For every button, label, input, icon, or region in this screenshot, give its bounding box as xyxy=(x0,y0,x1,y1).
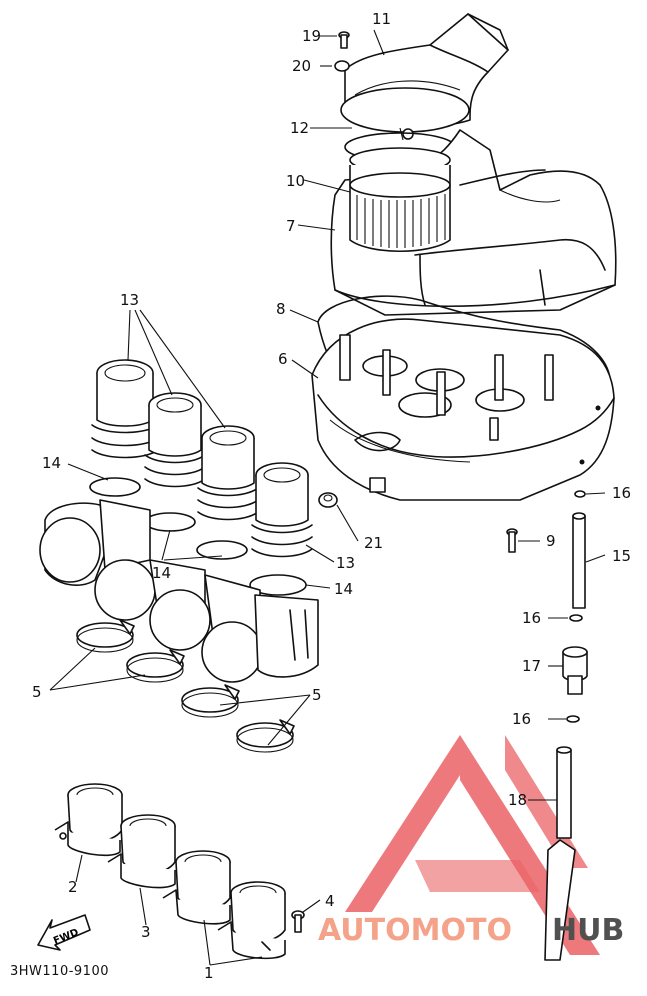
callout-13-right: 13 xyxy=(336,554,355,572)
grommet-21 xyxy=(318,492,338,508)
callout-21: 21 xyxy=(364,534,383,552)
funnel-clamps xyxy=(89,477,307,596)
callout-14-left: 14 xyxy=(42,454,61,472)
air-funnels xyxy=(91,359,313,558)
callout-10: 10 xyxy=(286,172,305,190)
callout-3: 3 xyxy=(141,923,151,941)
brand-right-text: HUB xyxy=(552,913,624,948)
callout-8: 8 xyxy=(276,300,286,318)
carburetor-bank xyxy=(39,499,319,683)
drain-hose-assembly xyxy=(544,490,588,961)
screw-4 xyxy=(291,910,305,933)
brand-left-text: AUTOMOTO xyxy=(318,913,512,948)
callout-13-top: 13 xyxy=(120,291,139,309)
callout-16-top: 16 xyxy=(612,484,631,502)
leader-lines xyxy=(49,29,606,966)
callout-20: 20 xyxy=(292,57,311,75)
washer-20 xyxy=(334,60,350,72)
automotohub-wordmark: AUTOMOTO HUB xyxy=(318,913,624,948)
callout-16-middle: 16 xyxy=(522,609,541,627)
callout-16-bottom: 16 xyxy=(512,710,531,728)
callout-2: 2 xyxy=(68,878,78,896)
callout-19: 19 xyxy=(302,27,321,45)
callout-14-right: 14 xyxy=(334,580,353,598)
forward-arrow-icon: FWD xyxy=(37,914,91,951)
callout-9: 9 xyxy=(546,532,556,550)
callout-numbers: 11 19 20 12 10 7 8 6 13 14 14 14 13 21 5… xyxy=(32,10,631,982)
catalog-code: 3HW110-9100 xyxy=(10,964,109,979)
bolt-19 xyxy=(338,31,350,49)
callout-5-right: 5 xyxy=(312,686,322,704)
callout-18: 18 xyxy=(508,791,527,809)
callout-5-left: 5 xyxy=(32,683,42,701)
callout-11: 11 xyxy=(372,10,391,28)
callout-17: 17 xyxy=(522,657,541,675)
intake-joints xyxy=(54,783,286,960)
callout-4: 4 xyxy=(325,892,335,910)
intake-duct xyxy=(340,13,509,141)
callout-6: 6 xyxy=(278,350,288,368)
screw-9 xyxy=(506,528,518,553)
filter-element xyxy=(349,147,451,252)
callout-1: 1 xyxy=(204,964,214,982)
callout-7: 7 xyxy=(286,217,296,235)
callout-12: 12 xyxy=(290,119,309,137)
hose-clamps xyxy=(76,619,295,753)
callout-14-middle: 14 xyxy=(152,564,171,582)
air-case-lower xyxy=(311,318,615,501)
callout-15: 15 xyxy=(612,547,631,565)
